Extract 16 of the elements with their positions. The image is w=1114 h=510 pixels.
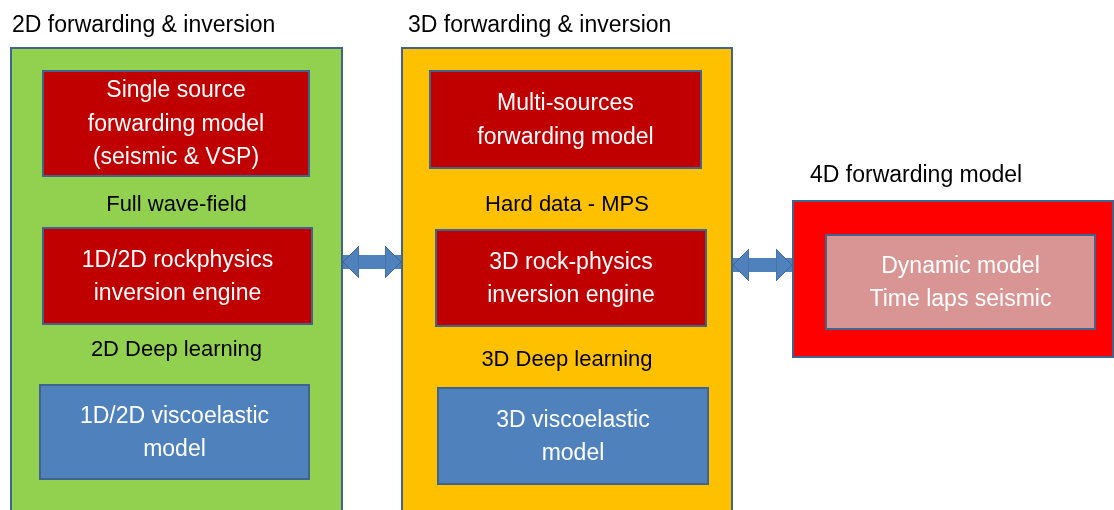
model-box: 3D viscoelastic model — [437, 387, 709, 485]
panel-title: 3D forwarding & inversion — [408, 11, 672, 38]
model-box: 1D/2D rockphysics inversion engine — [42, 227, 313, 325]
model-box: Multi-sources forwarding model — [429, 70, 702, 169]
model-box: 3D rock-physics inversion engine — [435, 229, 707, 327]
section-label: 2D Deep learning — [89, 336, 264, 362]
model-box: Dynamic model Time laps seismic — [825, 234, 1096, 330]
section-label: Full wave-field — [105, 191, 248, 217]
panel-title: 4D forwarding model — [810, 161, 1023, 188]
panel-title: 2D forwarding & inversion — [12, 11, 276, 38]
double-arrow — [732, 248, 793, 282]
model-box: Single source forwarding model (seismic & VSP) — [42, 70, 310, 177]
section-label: 3D Deep learning — [480, 346, 654, 372]
double-arrow — [342, 245, 402, 279]
section-label: Hard data - MPS — [484, 191, 650, 217]
model-box: 1D/2D viscoelastic model — [39, 384, 310, 480]
